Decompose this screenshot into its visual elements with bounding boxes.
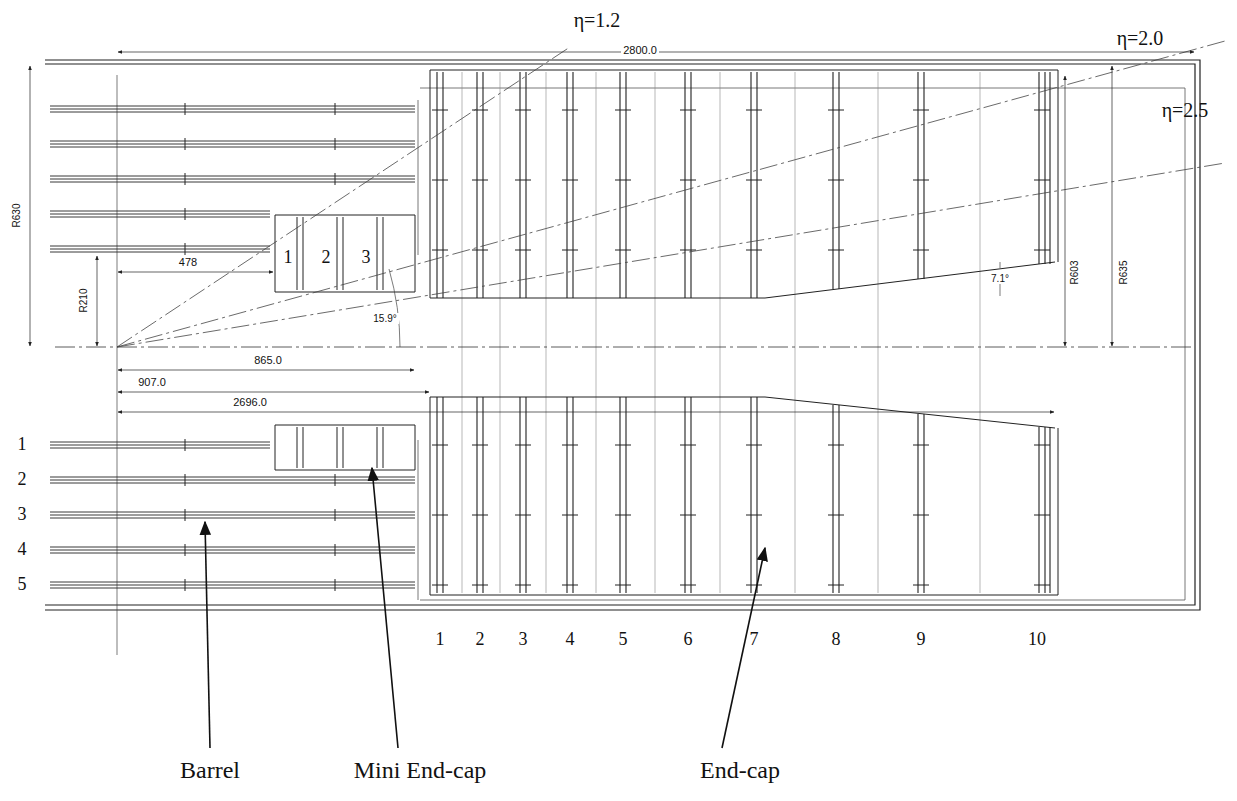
callout-arrow	[722, 548, 765, 748]
layer-number: 1	[18, 435, 27, 455]
part-name: End-cap	[700, 757, 780, 783]
dimension-lines	[118, 392, 429, 393]
service-lines	[418, 88, 1185, 600]
beam-axis	[55, 347, 1195, 348]
part-name: Mini End-cap	[354, 757, 487, 783]
part-name: Barrel	[180, 757, 240, 783]
dimension: 865.0	[252, 354, 284, 366]
eta-label: η=2.5	[1162, 99, 1209, 121]
disk-number: 7	[750, 630, 759, 650]
disk-number: 6	[684, 630, 693, 650]
angle: 7.1°	[989, 273, 1011, 284]
dimension-lines	[118, 412, 1054, 413]
outer-frame	[45, 60, 1200, 610]
callout-arrow	[205, 522, 210, 748]
endcap-frame	[430, 70, 1058, 595]
eta-lines	[117, 41, 1225, 347]
disk-number: 3	[519, 630, 528, 650]
dimension-lines	[1065, 76, 1066, 346]
angle-arcs	[389, 262, 1000, 347]
eta-label: η=2.0	[1117, 27, 1164, 49]
disk-number: 9	[917, 630, 926, 650]
dimension-lines	[97, 256, 98, 346]
disk-number: 3	[360, 248, 373, 268]
dimension: 478	[177, 256, 199, 268]
mini-endcap	[275, 215, 415, 470]
origin-line	[117, 75, 118, 655]
angle: 15.9°	[371, 313, 398, 324]
dimension: R210	[79, 286, 90, 314]
dimension-lines	[118, 370, 414, 371]
barrel-module-ticks	[185, 103, 335, 591]
disk-number: 4	[566, 630, 575, 650]
dimension: 2800.0	[621, 44, 659, 56]
support-lines	[462, 72, 980, 593]
callout-arrow	[372, 468, 398, 748]
disk-number: 1	[282, 248, 295, 268]
barrel-layers	[50, 106, 415, 588]
layer-number: 5	[18, 575, 27, 595]
disk-number: 1	[436, 630, 445, 650]
disk-number: 8	[832, 630, 841, 650]
dimension-lines	[1112, 66, 1113, 346]
dimension: R630	[12, 201, 23, 229]
eta-label: η=1.2	[574, 9, 621, 31]
dimension: R635	[1119, 258, 1130, 286]
dimension: 907.0	[136, 376, 168, 388]
dimension: R603	[1070, 258, 1081, 286]
dimension-lines	[30, 66, 31, 346]
layer-number: 4	[18, 540, 27, 560]
disk-number: 10	[1028, 630, 1046, 650]
layer-number: 3	[18, 505, 27, 525]
disk-module-ticks	[432, 110, 1050, 585]
disk-number: 2	[320, 248, 333, 268]
dimension: 2696.0	[231, 396, 269, 408]
dimension-lines	[118, 272, 273, 273]
layer-number: 2	[18, 470, 27, 490]
disk-number: 2	[476, 630, 485, 650]
disk-number: 5	[619, 630, 628, 650]
